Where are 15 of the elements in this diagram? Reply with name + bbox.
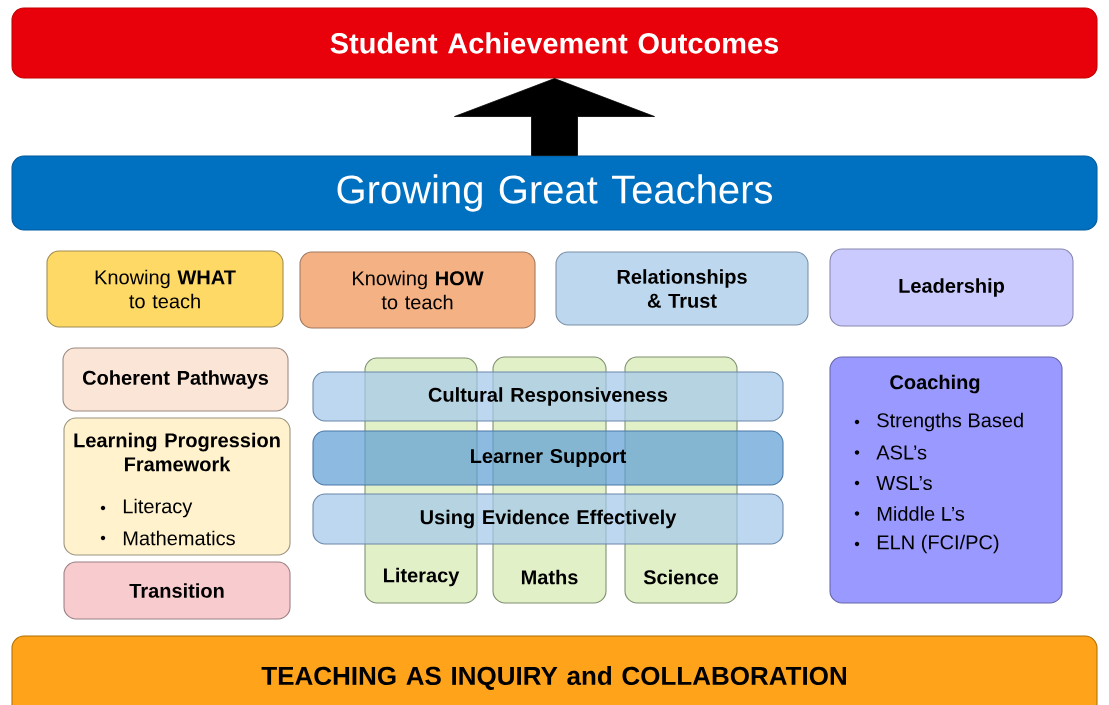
banner: TEACHING AS INQUIRY and COLLABORATION (11, 635, 1098, 705)
strand-band: Using Evidence Effectively (312, 493, 784, 545)
block-arrow (454, 78, 655, 156)
category-box: Relationships & Trust (555, 251, 809, 326)
banner: Growing Great Teachers (11, 155, 1098, 231)
strand-band: Learner Support (312, 430, 784, 486)
category-box: Knowing HOW to teach (299, 251, 536, 329)
category-box: Leadership (829, 248, 1074, 327)
topic-box: Coherent Pathways (62, 347, 289, 412)
category-box: Knowing WHAT to teach (46, 250, 284, 328)
topic-box: Learning Progression Framework Literacy Mathematics (63, 417, 291, 556)
topic-box: Transition (63, 561, 291, 620)
strand-band: Cultural Responsiveness (312, 371, 784, 422)
coaching-box: Coaching Strengths Based ASL’s WSL’s Middle L’s ELN (FCI/PC) (829, 356, 1063, 604)
banner: Student Achievement Outcomes (11, 7, 1098, 79)
